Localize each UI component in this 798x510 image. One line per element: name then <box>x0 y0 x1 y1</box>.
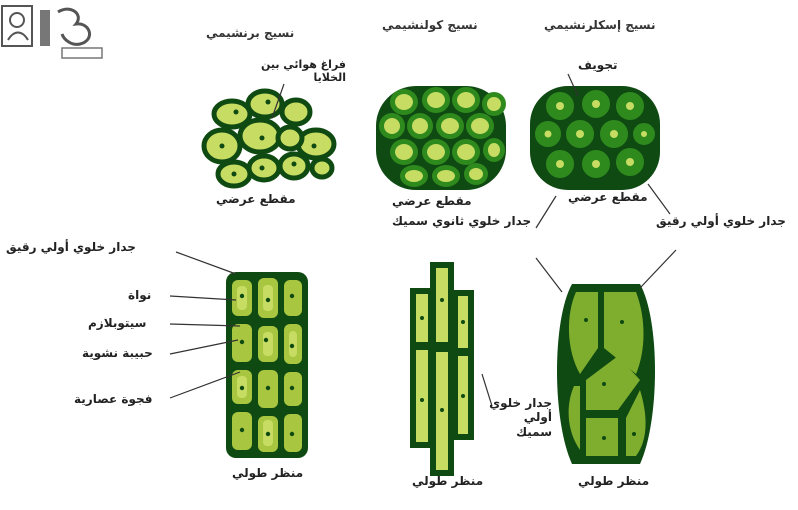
label-starch-granule: حبيبة نشوية <box>82 346 153 360</box>
label-cross-section-parenchyma: مقطع عرضي <box>216 192 296 206</box>
label-longitudinal-sclerenchyma: منظر طولي <box>578 474 649 488</box>
label-primary-wall-thin-right: جدار خلوي أولي رقيق <box>656 214 786 228</box>
label-cytoplasm: سيتوبلازم <box>88 316 146 330</box>
label-cross-section-sclerenchyma: مقطع عرضي <box>568 190 648 204</box>
label-longitudinal-collenchyma: منظر طولي <box>412 474 483 488</box>
sclerenchyma-longitudinal <box>557 284 655 464</box>
parenchyma-cross-section <box>204 91 334 186</box>
sclerenchyma-cross-section <box>530 86 660 190</box>
title-parenchyma: نسيج برنشيمي <box>206 26 294 40</box>
collenchyma-cross-section <box>376 86 506 190</box>
label-nucleus: نواة <box>128 288 151 302</box>
label-vacuole: فجوة عصارية <box>74 392 153 406</box>
label-cavity: تجويف <box>578 58 617 72</box>
parenchyma-longitudinal <box>226 272 308 458</box>
title-sclerenchyma: نسيج إسكلرنشيمي <box>544 18 656 32</box>
title-collenchyma: نسيج كولنشيمي <box>382 18 478 32</box>
label-primary-wall-thick: جدار خلوي أولي سميك <box>488 396 552 439</box>
label-air-spaces: فراغ هوائي بين الخلايا <box>246 58 346 84</box>
label-longitudinal-parenchyma: منظر طولي <box>232 466 303 480</box>
collenchyma-longitudinal <box>410 262 474 476</box>
label-secondary-wall-thick: جدار خلوي ثانوي سميك <box>392 214 531 228</box>
label-primary-wall-thin-left: جدار خلوي أولي رقيق <box>6 240 136 254</box>
label-cross-section-collenchyma: مقطع عرضي <box>392 194 472 208</box>
watermark-logo <box>0 0 106 62</box>
